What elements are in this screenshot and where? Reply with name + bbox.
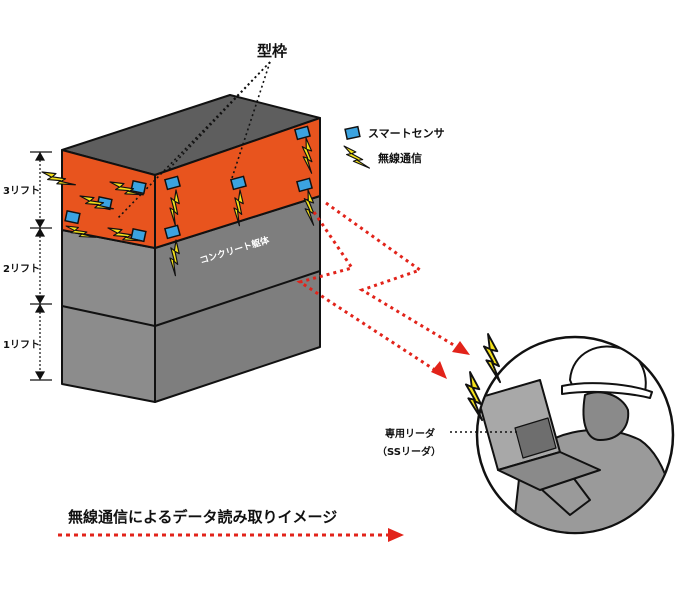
formwork-label: 型枠 bbox=[257, 42, 288, 60]
building bbox=[61, 94, 321, 403]
dotted-arrow bbox=[58, 528, 404, 542]
smart-sensor-label: スマートセンサ bbox=[368, 127, 445, 140]
lift2-label: 2リフト bbox=[3, 264, 40, 275]
smart-sensor-icon bbox=[344, 125, 361, 141]
laptop-reader-icon bbox=[478, 379, 601, 491]
lift1-label: 1リフト bbox=[3, 340, 40, 351]
caption-text: 無線通信によるデータ読み取りイメージ bbox=[68, 508, 338, 526]
reader-label-line1: 専用リーダ bbox=[385, 429, 435, 440]
lift3-label: 3リフト bbox=[3, 186, 40, 197]
arrow-heads bbox=[431, 341, 470, 379]
reader-label-line2: （SSリーダ） bbox=[377, 447, 441, 458]
lift-dimension-marks bbox=[30, 151, 52, 381]
transmission-arrows bbox=[296, 201, 463, 374]
wireless-label: 無線通信 bbox=[378, 152, 422, 165]
worker-illustration bbox=[450, 333, 675, 535]
legend bbox=[343, 125, 371, 169]
wireless-bolt-icon bbox=[343, 145, 371, 169]
sensors bbox=[64, 125, 313, 243]
